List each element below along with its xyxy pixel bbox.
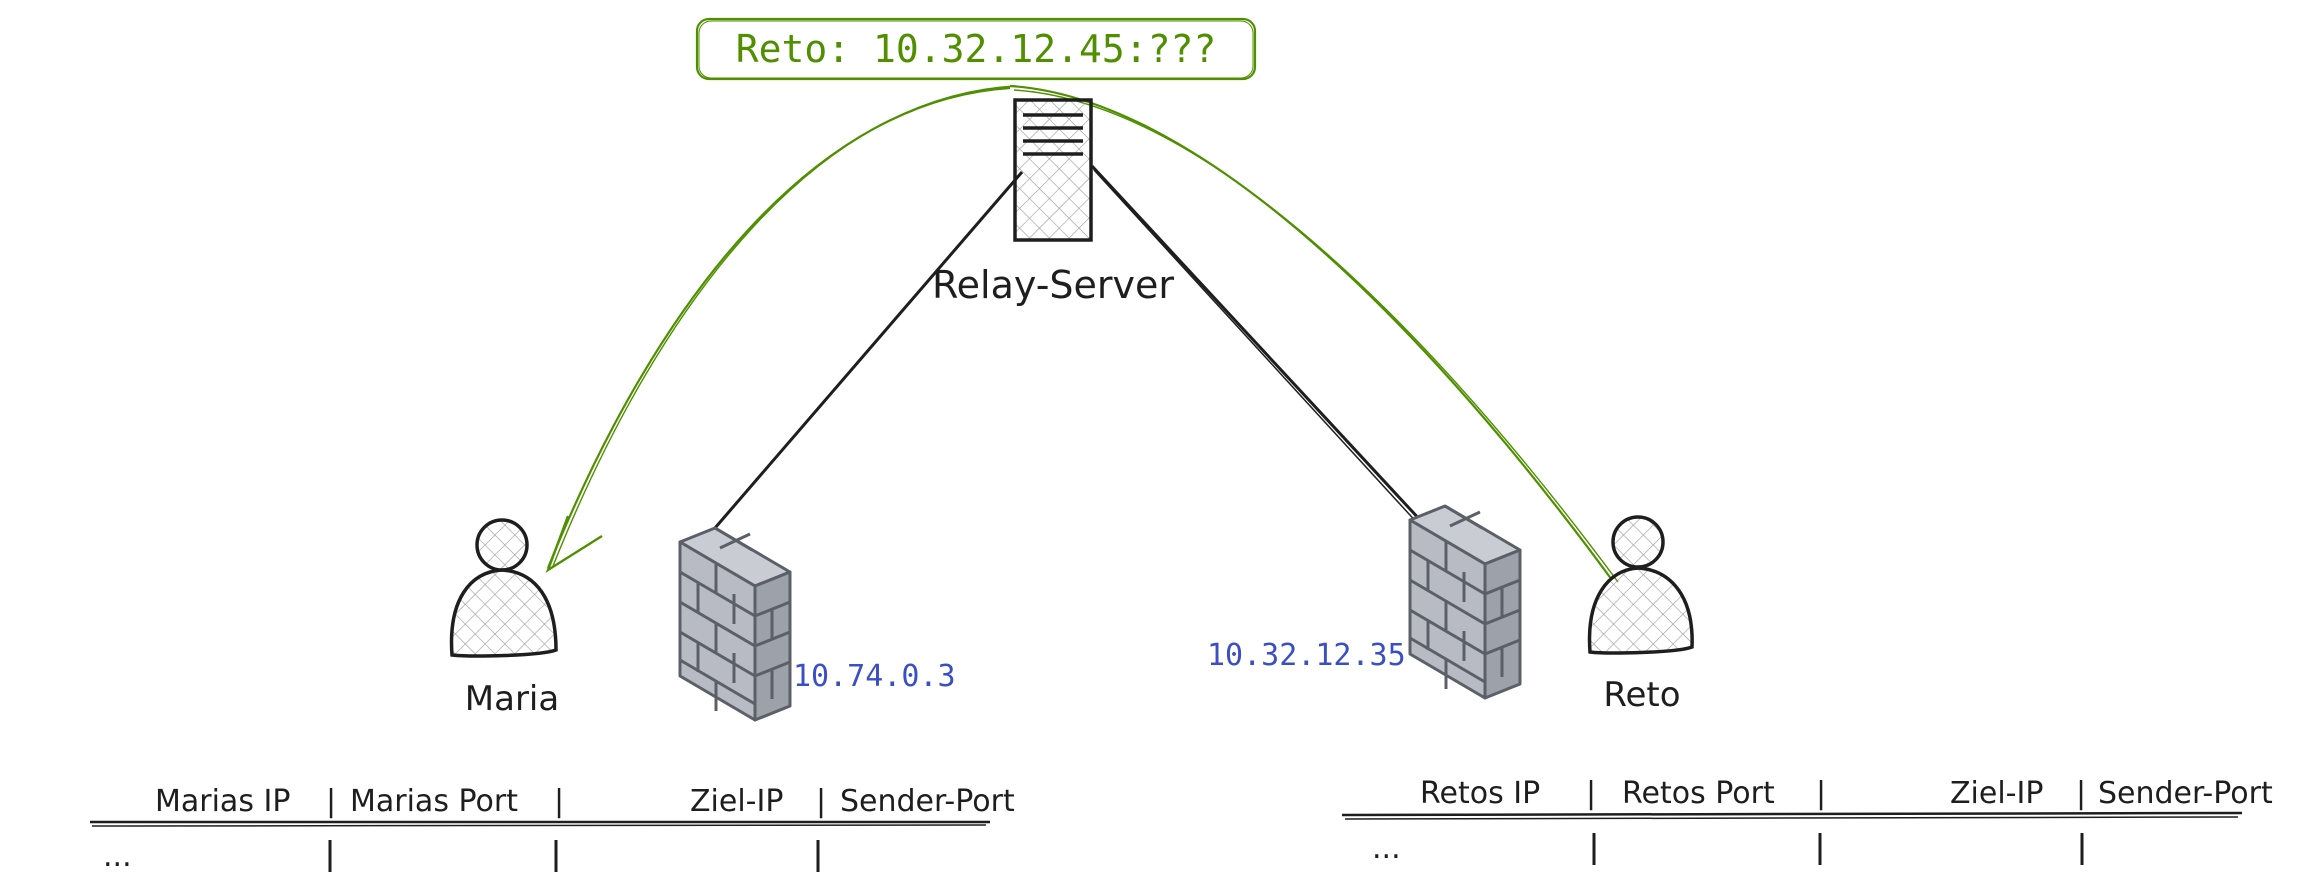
maria-firewall — [678, 526, 792, 722]
arrow-relay-to-maria — [546, 86, 1011, 569]
reto-table: Retos IP | Retos Port | Ziel-IP | Sender… — [1341, 776, 2273, 866]
table-header-cell: Retos IP — [1420, 776, 1540, 811]
maria-label: Maria — [465, 679, 559, 719]
table-separator: | — [2076, 776, 2086, 811]
arrow-reto-to-relay — [1009, 84, 1613, 581]
table-separator: | — [554, 784, 564, 819]
relay-banner-text: Reto: 10.32.12.45:??? — [736, 27, 1216, 71]
relay-server-label: Relay-Server — [932, 263, 1174, 307]
connection-lines — [713, 164, 1424, 529]
table-separator: | — [1586, 776, 1596, 811]
table-cell: ... — [103, 839, 132, 874]
table-header-cell: Ziel-IP — [690, 784, 783, 819]
table-cell: ... — [1372, 831, 1401, 866]
firewall-icon — [1408, 504, 1522, 700]
table-rule — [1341, 811, 2243, 817]
arrow-icon — [545, 515, 603, 573]
table-separator: | — [816, 784, 826, 819]
table-header-cell: Ziel-IP — [1950, 776, 2043, 811]
table-header-cell: Sender-Port — [2098, 776, 2273, 811]
reto-firewall-ip: 10.32.12.35 — [1207, 638, 1406, 673]
reto-label: Reto — [1603, 675, 1680, 715]
table-row: ... — [103, 839, 820, 874]
table-header-cell: Sender-Port — [840, 784, 1015, 819]
maria-firewall-ip: 10.74.0.3 — [793, 659, 956, 694]
relay-server: Relay-Server — [932, 98, 1174, 307]
table-header: Retos IP | Retos Port | Ziel-IP | Sender… — [1420, 776, 2273, 811]
table-header-cell: Marias Port — [350, 784, 518, 819]
link-relay-maria-firewall — [713, 171, 1024, 529]
person-icon — [449, 518, 558, 658]
relay-banner: Reto: 10.32.12.45:??? — [695, 17, 1257, 81]
server-icon — [1013, 98, 1093, 242]
table-header-cell: Marias IP — [155, 784, 290, 819]
maria-person: Maria — [449, 518, 559, 719]
table-header-cell: Retos Port — [1622, 776, 1775, 811]
reto-person: Reto — [1587, 515, 1694, 715]
table-row: ... — [1372, 831, 2084, 866]
firewall-icon — [678, 526, 792, 722]
person-icon — [1587, 515, 1694, 655]
reto-firewall — [1408, 504, 1522, 700]
maria-table: Marias IP | Marias Port | Ziel-IP | Send… — [90, 784, 1015, 874]
relay-arrows — [545, 84, 1619, 583]
table-separator: | — [1816, 776, 1826, 811]
table-header: Marias IP | Marias Port | Ziel-IP | Send… — [155, 784, 1015, 819]
table-separator: | — [326, 784, 336, 819]
link-relay-reto-firewall — [1090, 164, 1424, 524]
